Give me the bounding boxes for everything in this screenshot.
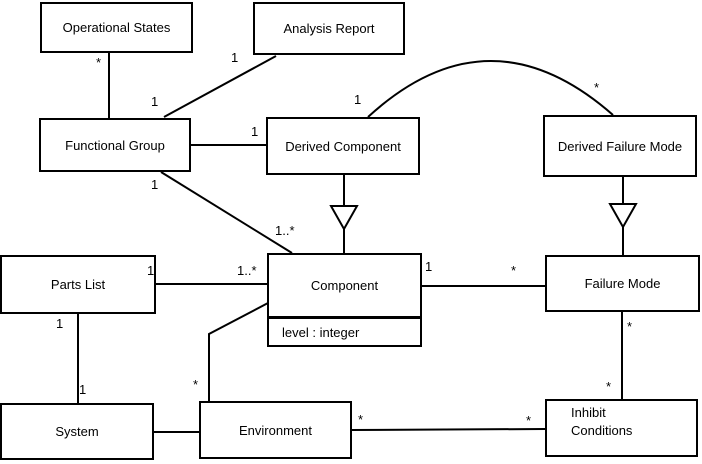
multiplicity-label: 1 xyxy=(79,382,87,397)
class-box-functional-group[interactable]: Functional Group xyxy=(39,118,191,172)
multiplicity-label: * xyxy=(606,379,612,394)
multiplicity-label: 1..* xyxy=(275,223,295,238)
class-name-derived-failure-mode: Derived Failure Mode xyxy=(557,138,683,154)
class-box-derived-component[interactable]: Derived Component xyxy=(266,117,420,175)
class-name-component: Component xyxy=(310,278,379,293)
edge-environment-inhibit-conditions xyxy=(351,428,546,431)
class-name-operational-states: Operational States xyxy=(62,20,171,35)
multiplicity-label: 1 xyxy=(147,263,155,278)
multiplicity-label: 1 xyxy=(151,177,159,192)
generalization-arrow-icon xyxy=(329,205,359,232)
multiplicity-label: 1 xyxy=(354,92,362,107)
multiplicity-label: * xyxy=(193,377,199,392)
class-name-parts-list: Parts List xyxy=(50,277,106,292)
edge-analysis-report-functional-group xyxy=(163,55,277,118)
class-name-functional-group: Functional Group xyxy=(65,137,165,153)
class-attribute: level : integer xyxy=(282,324,360,340)
multiplicity-label: 1 xyxy=(425,259,433,274)
edge-environment-component xyxy=(208,302,269,401)
multiplicity-label: 1..* xyxy=(237,263,257,278)
class-name-system: System xyxy=(55,424,99,439)
class-box-parts-list[interactable]: Parts List xyxy=(0,255,156,314)
class-box-analysis-report[interactable]: Analysis Report xyxy=(253,2,405,55)
class-name-failure-mode: Failure Mode xyxy=(584,276,661,291)
edge-derived-component-derived-failure-mode xyxy=(367,60,614,118)
class-name-derived-component: Derived Component xyxy=(285,138,401,154)
class-box-operational-states[interactable]: Operational States xyxy=(40,2,193,53)
class-box-environment[interactable]: Environment xyxy=(199,401,352,459)
class-attributes-component: level : integer xyxy=(269,316,420,345)
multiplicity-label: 1 xyxy=(151,94,159,109)
class-box-derived-failure-mode[interactable]: Derived Failure Mode xyxy=(543,115,697,177)
multiplicity-label: 1 xyxy=(231,50,239,65)
edge-functional-group-component xyxy=(160,171,293,254)
class-box-component[interactable]: Component level : integer xyxy=(267,253,422,347)
multiplicity-label: * xyxy=(526,413,532,428)
class-box-inhibit-conditions[interactable]: Inhibit Conditions xyxy=(545,399,698,457)
multiplicity-label: * xyxy=(594,80,600,95)
multiplicity-label: * xyxy=(627,319,633,334)
class-name-analysis-report: Analysis Report xyxy=(283,21,375,36)
multiplicity-label: * xyxy=(511,263,517,278)
multiplicity-label: 1 xyxy=(251,124,259,139)
multiplicity-label: * xyxy=(358,412,364,427)
class-name-inhibit-conditions: Inhibit Conditions xyxy=(571,405,633,438)
class-name-environment: Environment xyxy=(239,422,312,438)
multiplicity-label: 1 xyxy=(56,316,64,331)
generalization-arrow-icon xyxy=(608,203,638,230)
multiplicity-label: * xyxy=(96,55,102,70)
class-box-system[interactable]: System xyxy=(0,403,154,460)
class-box-failure-mode[interactable]: Failure Mode xyxy=(545,255,700,312)
